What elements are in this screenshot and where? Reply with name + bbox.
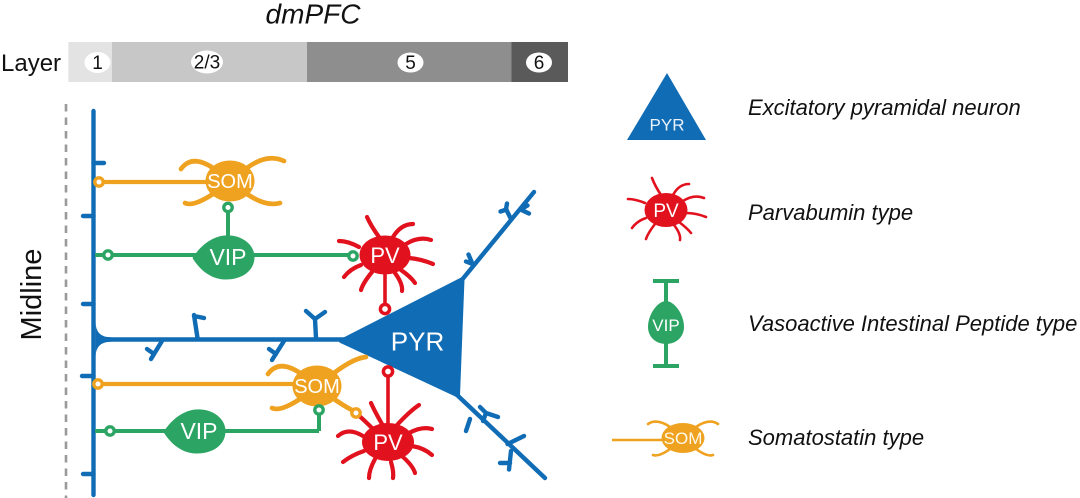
svg-text:SOM: SOM — [294, 376, 340, 398]
svg-text:6: 6 — [534, 53, 545, 74]
svg-text:2/3: 2/3 — [194, 53, 220, 74]
svg-text:Midline: Midline — [16, 249, 48, 341]
svg-text:1: 1 — [92, 53, 103, 74]
svg-text:Vasoactive Intestinal Peptide: Vasoactive Intestinal Peptide type — [748, 311, 1077, 336]
svg-text:5: 5 — [405, 53, 416, 74]
svg-text:SOM: SOM — [664, 429, 703, 448]
svg-text:PV: PV — [653, 201, 679, 222]
svg-text:PV: PV — [370, 243, 400, 268]
svg-text:SOM: SOM — [207, 171, 253, 193]
svg-text:VIP: VIP — [180, 418, 217, 444]
svg-text:VIP: VIP — [652, 316, 679, 335]
svg-text:Layer: Layer — [1, 50, 61, 77]
svg-text:PYR: PYR — [650, 116, 685, 135]
svg-text:Somatostatin type: Somatostatin type — [748, 425, 924, 450]
svg-text:PYR: PYR — [391, 327, 444, 357]
svg-text:dmPFC: dmPFC — [266, 0, 362, 30]
svg-text:VIP: VIP — [209, 244, 246, 270]
svg-text:Excitatory pyramidal neuron: Excitatory pyramidal neuron — [748, 95, 1021, 120]
svg-text:Parvabumin type: Parvabumin type — [748, 200, 913, 225]
svg-text:PV: PV — [373, 430, 403, 455]
